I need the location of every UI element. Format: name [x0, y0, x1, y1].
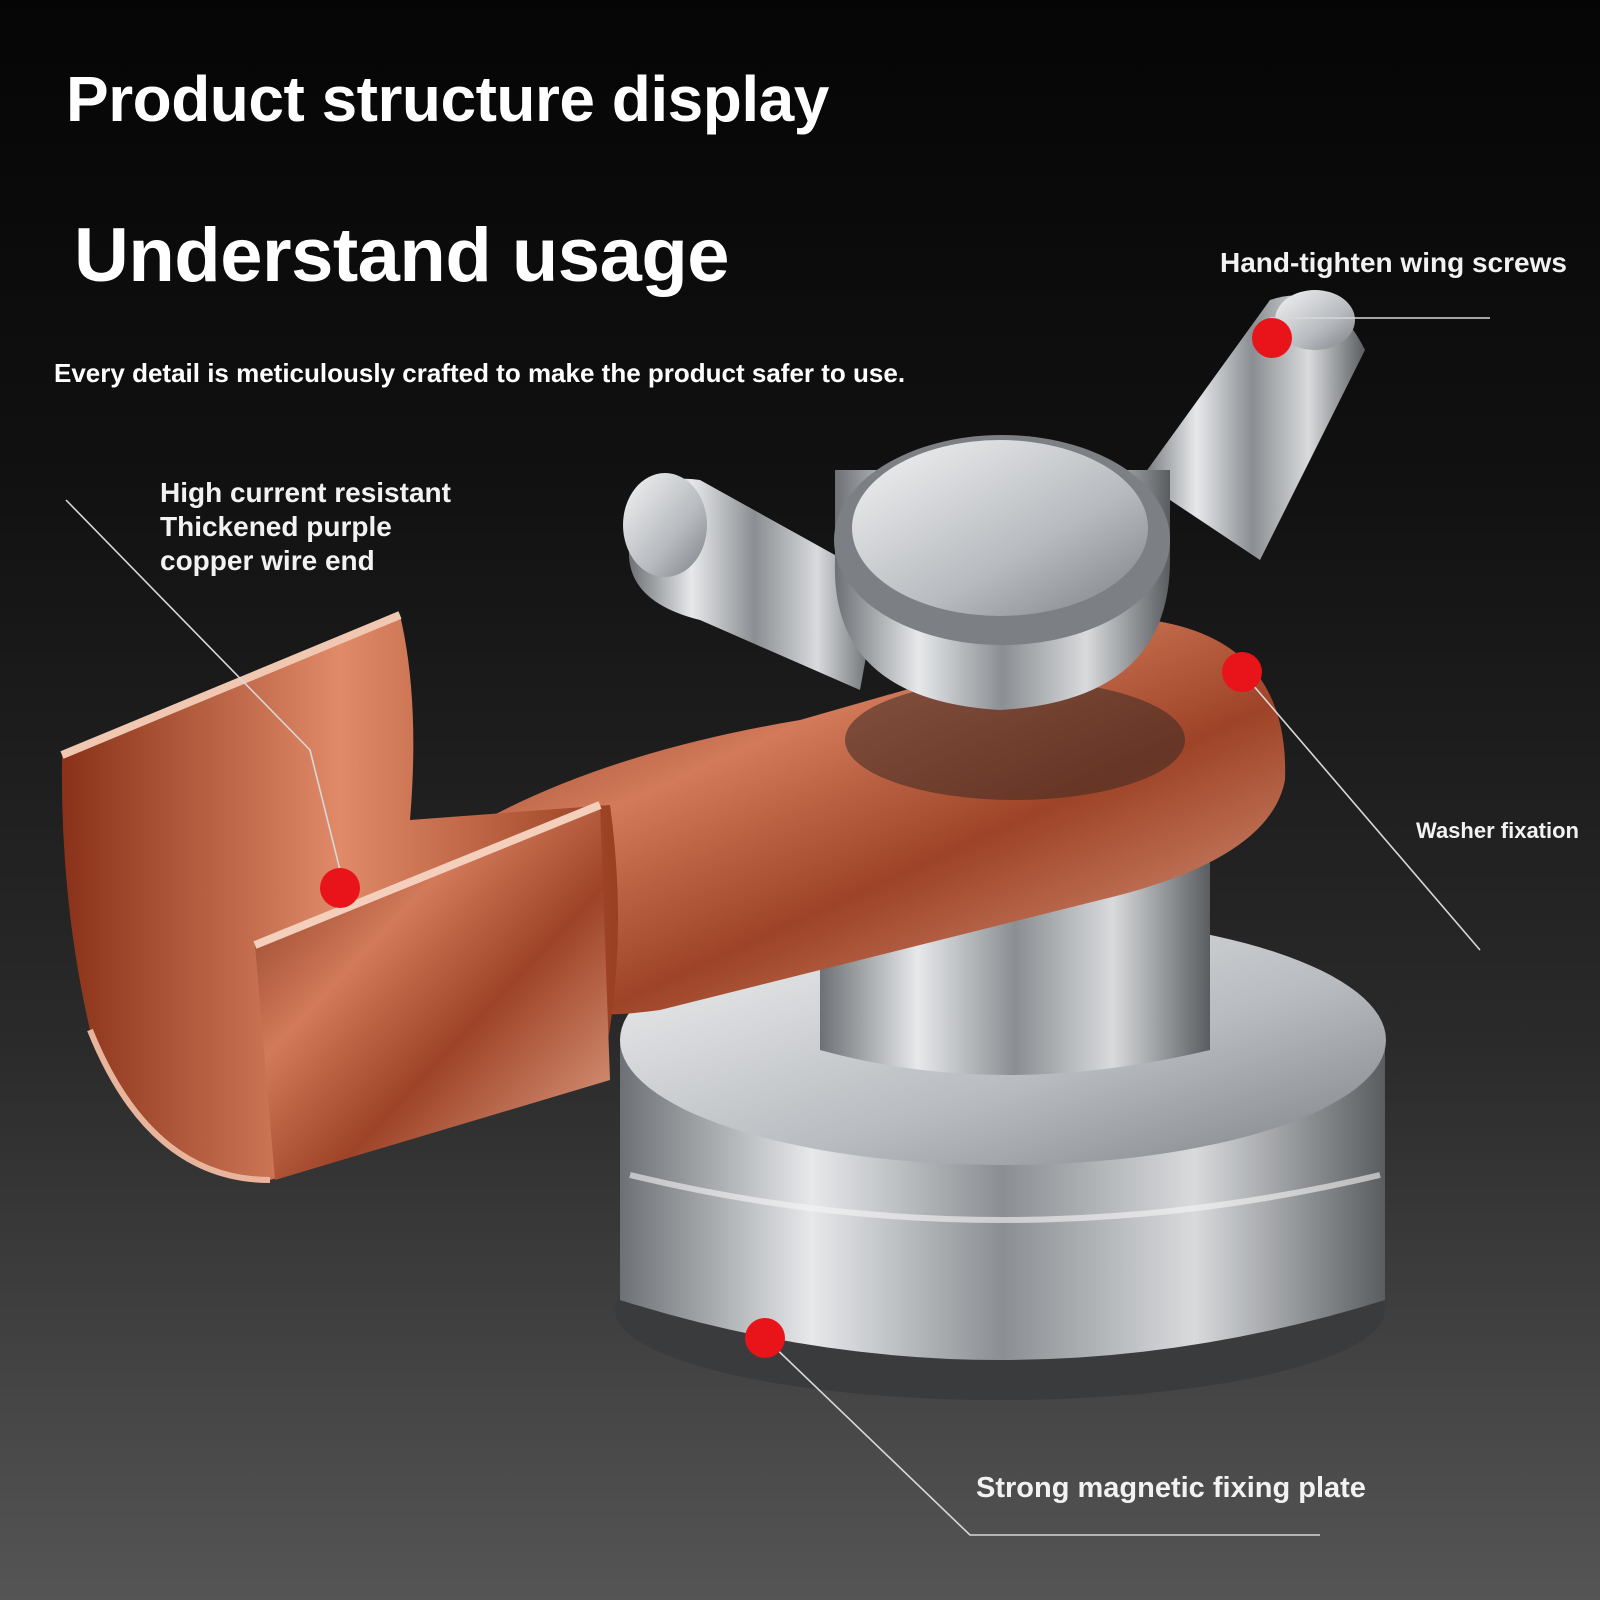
marker-magnet [745, 1318, 785, 1358]
tagline: Every detail is meticulously crafted to … [54, 358, 906, 388]
callout-copper-line-2: Thickened purple [160, 511, 392, 542]
callout-washer: Washer fixation [1416, 818, 1579, 843]
page-title: Product structure display [66, 63, 829, 135]
callout-magnet: Strong magnetic fixing plate [976, 1472, 1366, 1504]
marker-copper-end [320, 868, 360, 908]
callout-lines [65, 317, 1490, 1536]
callout-copper-line-3: copper wire end [160, 545, 375, 576]
page-subtitle: Understand usage [74, 213, 730, 298]
wing-nut [623, 290, 1365, 710]
marker-washer [1222, 652, 1262, 692]
callout-wing-screws: Hand-tighten wing screws [1220, 247, 1567, 278]
callout-markers [320, 318, 1292, 1358]
callout-copper-line-1: High current resistant [160, 477, 451, 508]
callout-copper-end: High current resistant Thickened purple … [160, 476, 451, 578]
marker-wing-screws [1252, 318, 1292, 358]
